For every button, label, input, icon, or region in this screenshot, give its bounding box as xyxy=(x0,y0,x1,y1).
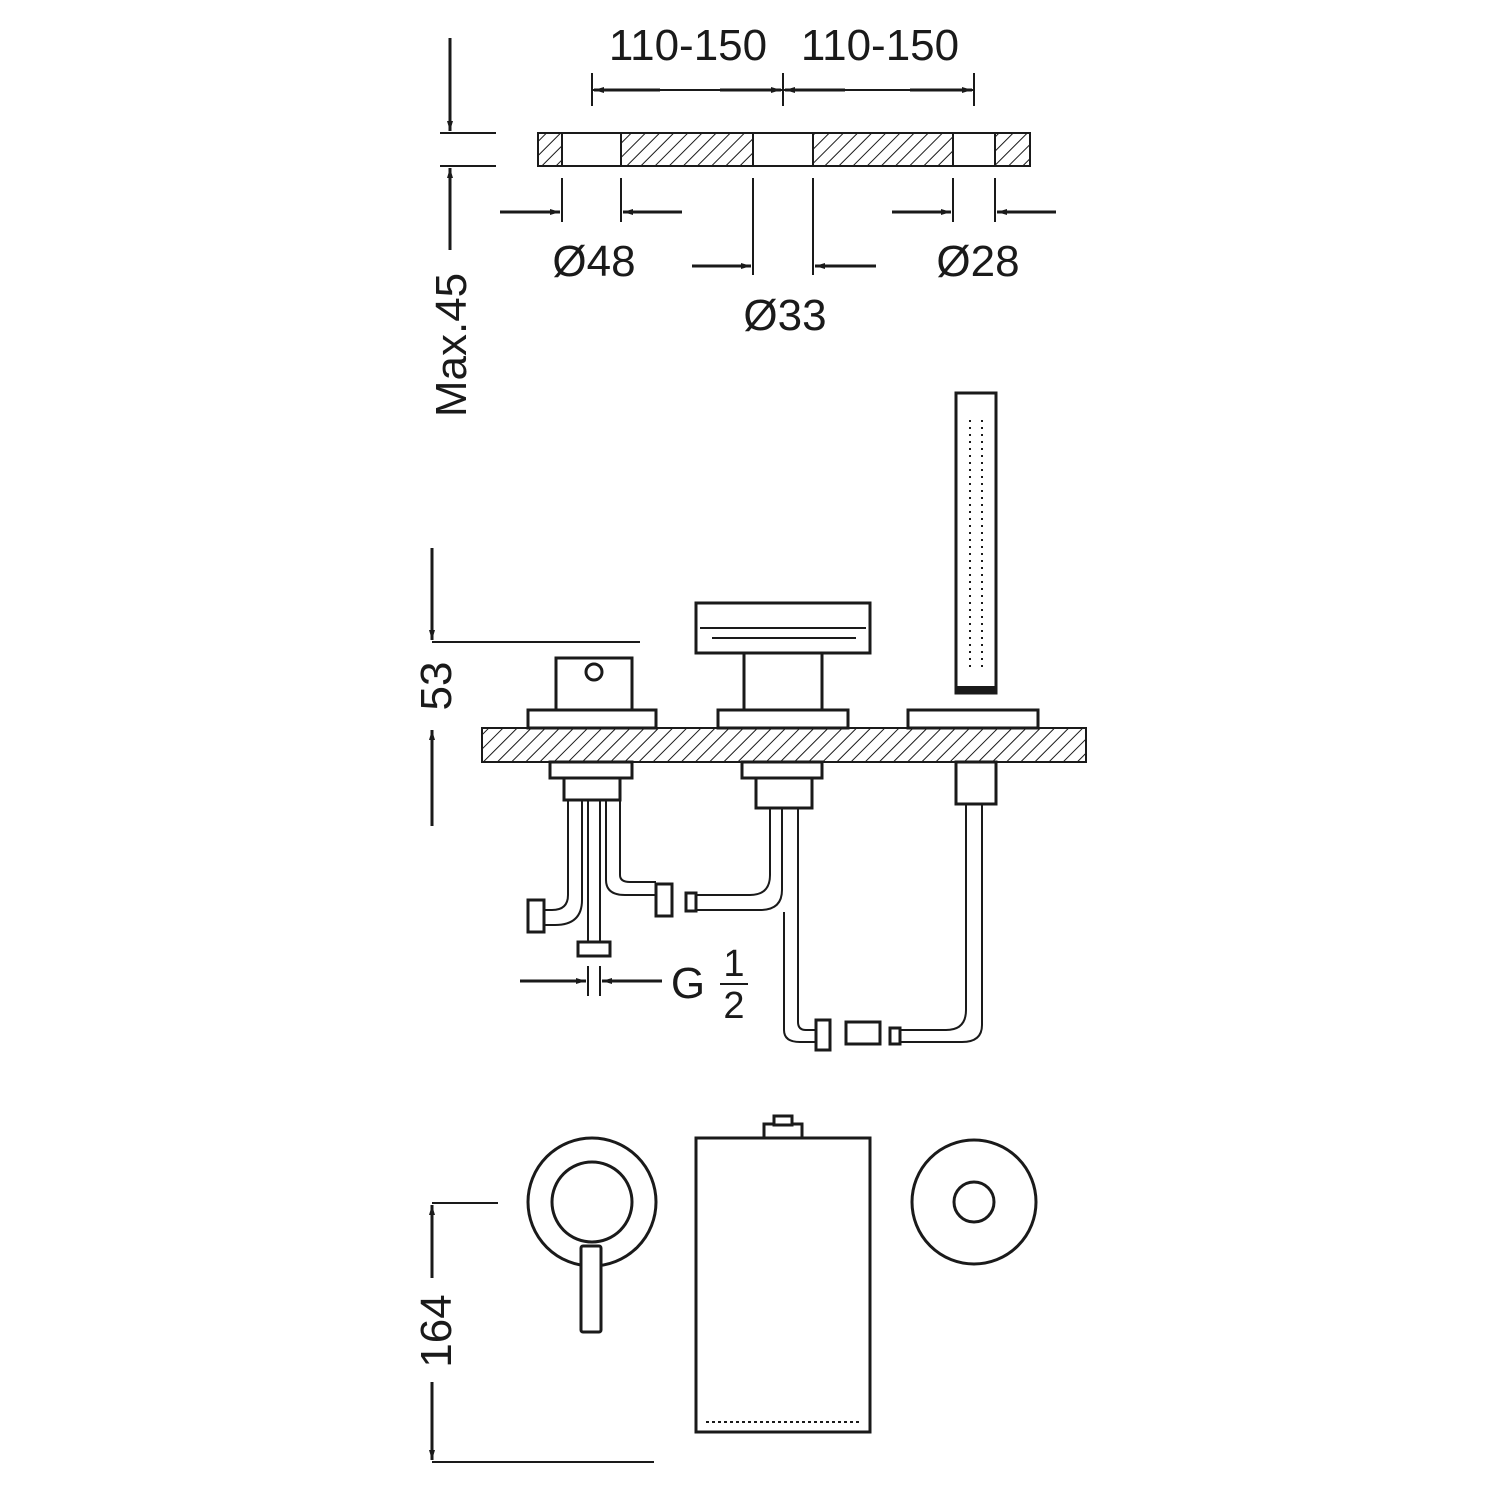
top-view: 110-150 110-150 Ø48 Ø33 Ø28 Max.45 xyxy=(427,21,1056,417)
mixer-pipe-right-inner xyxy=(619,800,656,883)
spout-top-knob xyxy=(772,1114,794,1127)
hole28-label: Ø28 xyxy=(936,237,1019,286)
hose-inner xyxy=(896,804,983,1043)
thread-numerator: 1 xyxy=(723,943,744,985)
diverter-connector xyxy=(814,1018,832,1052)
spout-nut xyxy=(754,776,814,810)
spout-pipe-down xyxy=(783,912,818,1043)
depth-label: 164 xyxy=(412,1294,461,1367)
thread-label: G xyxy=(671,959,705,1008)
mixer-inlet-center xyxy=(576,940,612,958)
hand-shower xyxy=(954,391,998,695)
mixer-base xyxy=(526,708,658,730)
hole48-label: Ø48 xyxy=(552,237,635,286)
deck-strip xyxy=(537,132,1031,167)
spout-nut-top xyxy=(740,760,824,780)
hose-end xyxy=(888,1026,902,1046)
shower-holder xyxy=(954,760,998,806)
mixer-cap xyxy=(550,1160,634,1244)
mixer-nut xyxy=(562,776,622,802)
shower-base xyxy=(906,708,1040,730)
mixer-inlet-right xyxy=(654,882,674,918)
mixer-pipe-left-inner xyxy=(545,800,583,926)
spacing-right-label: 110-150 xyxy=(801,21,959,70)
hose-connector xyxy=(844,1020,882,1046)
side-deck xyxy=(481,727,1087,763)
mixer-nut-top xyxy=(548,760,634,780)
spout-plan xyxy=(694,1136,872,1434)
front-view: 164 xyxy=(412,1114,1038,1463)
mixer-pipe-right xyxy=(605,800,656,896)
mixer-lever xyxy=(579,1244,603,1334)
deck-hatch-1 xyxy=(537,132,563,167)
thread-denominator: 2 xyxy=(723,985,744,1027)
side-view: G 1 2 53 xyxy=(412,391,1087,1052)
mixer-inlet-left xyxy=(526,898,546,934)
deck-hatch-2 xyxy=(620,132,754,167)
hand-shower-band xyxy=(956,686,996,693)
mixer-pipe-left xyxy=(545,800,569,911)
shower-hole xyxy=(952,1180,996,1224)
deck-hatch-4 xyxy=(994,132,1031,167)
spout-stem xyxy=(742,650,824,712)
thickness-label: Max.45 xyxy=(427,273,476,417)
spout-pipe-down-inner xyxy=(797,808,818,1031)
spout-base xyxy=(716,708,850,730)
mixer-lever-pivot xyxy=(584,662,604,682)
deck-hatch-3 xyxy=(812,132,954,167)
hole33-label: Ø33 xyxy=(743,291,826,340)
spout-outlet-left xyxy=(684,891,698,913)
height-label: 53 xyxy=(412,662,461,711)
spacing-left-label: 110-150 xyxy=(609,21,767,70)
spout-pipe-left-inner xyxy=(690,808,783,911)
hose-outer xyxy=(896,804,967,1031)
spout-pipe-left xyxy=(690,808,771,896)
